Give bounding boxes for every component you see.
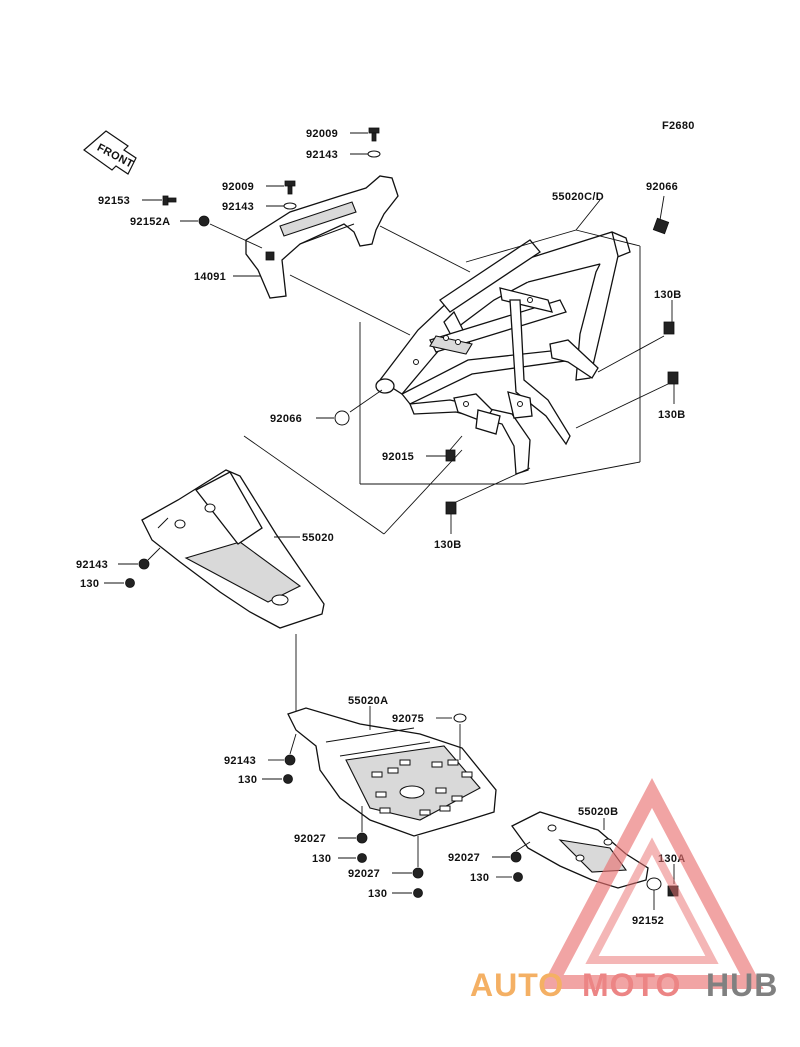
nut-92152: [646, 877, 662, 910]
front-arrow-icon: FRONT: [83, 130, 137, 175]
label-14091: 14091: [194, 271, 226, 283]
watermark-logo: AUTO MOTO HUB: [470, 778, 778, 1003]
cover-14091: [245, 175, 399, 299]
label-92153: 92153: [98, 195, 130, 207]
label-130-a: 130: [312, 853, 331, 865]
watermark-part1: AUTO: [470, 967, 564, 1003]
skid-plate-holes: [371, 759, 473, 816]
label-92152A: 92152A: [130, 216, 170, 228]
nut-92152A: [180, 215, 210, 227]
guard-frame-55020CD: [375, 231, 631, 475]
bolt-130-c: [496, 872, 523, 882]
label-92027-c: 92027: [448, 852, 480, 864]
label-130-b: 130: [368, 888, 387, 900]
label-92143-mid: 92143: [222, 201, 254, 213]
label-55020: 55020: [302, 532, 334, 544]
washer-92143-low: [268, 733, 297, 766]
bolt-130-a: [338, 853, 367, 863]
label-92143-top: 92143: [306, 149, 338, 161]
bolt-130-left: [104, 578, 135, 588]
bolt-130B-b: [575, 371, 679, 429]
bolt-130-low: [262, 774, 293, 784]
label-92009-top: 92009: [306, 128, 338, 140]
label-92066-top: 92066: [646, 181, 678, 193]
guard-55020: [141, 469, 325, 629]
label-92015: 92015: [382, 451, 414, 463]
label-55020B: 55020B: [578, 806, 618, 818]
label-92027-a: 92027: [294, 833, 326, 845]
washer-92143-mid: [266, 202, 297, 210]
label-55020CD: 55020C/D: [552, 191, 604, 203]
label-92027-b: 92027: [348, 868, 380, 880]
bolt-130B-c: [445, 467, 531, 534]
bolt-130B-a: [597, 300, 675, 373]
label-130-left: 130: [80, 578, 99, 590]
label-55020A: 55020A: [348, 695, 388, 707]
cap-92066-mid: [316, 389, 383, 426]
skid-plate-55020A: [287, 707, 497, 837]
watermark-part3: HUB: [706, 967, 778, 1003]
bolt-92153: [142, 195, 177, 206]
bolt-130-b: [392, 888, 423, 898]
collar-92027-a: [338, 806, 368, 844]
cap-92066-top: [652, 195, 670, 235]
watermark-part2: MOTO: [582, 967, 681, 1003]
grommet-92075: [436, 713, 467, 760]
label-130B-c: 130B: [434, 539, 462, 551]
label-92152: 92152: [632, 915, 664, 927]
clamp-92015: [426, 435, 463, 462]
label-92075: 92075: [392, 713, 424, 725]
label-130-c: 130: [470, 872, 489, 884]
label-92066-mid: 92066: [270, 413, 302, 425]
bolt-92009-top: [350, 127, 380, 142]
label-130B-a: 130B: [654, 289, 682, 301]
washer-92143-left: [118, 547, 161, 570]
label-92143-low: 92143: [224, 755, 256, 767]
label-130-low: 130: [238, 774, 257, 786]
washer-92143-top: [350, 150, 381, 158]
bolt-92009-mid: [266, 180, 296, 195]
figure-code: F2680: [662, 120, 695, 132]
label-130B-b: 130B: [658, 409, 686, 421]
label-92009-mid: 92009: [222, 181, 254, 193]
label-92143-left: 92143: [76, 559, 108, 571]
collar-92027-b: [392, 836, 424, 879]
collar-92027-c: [492, 841, 531, 863]
